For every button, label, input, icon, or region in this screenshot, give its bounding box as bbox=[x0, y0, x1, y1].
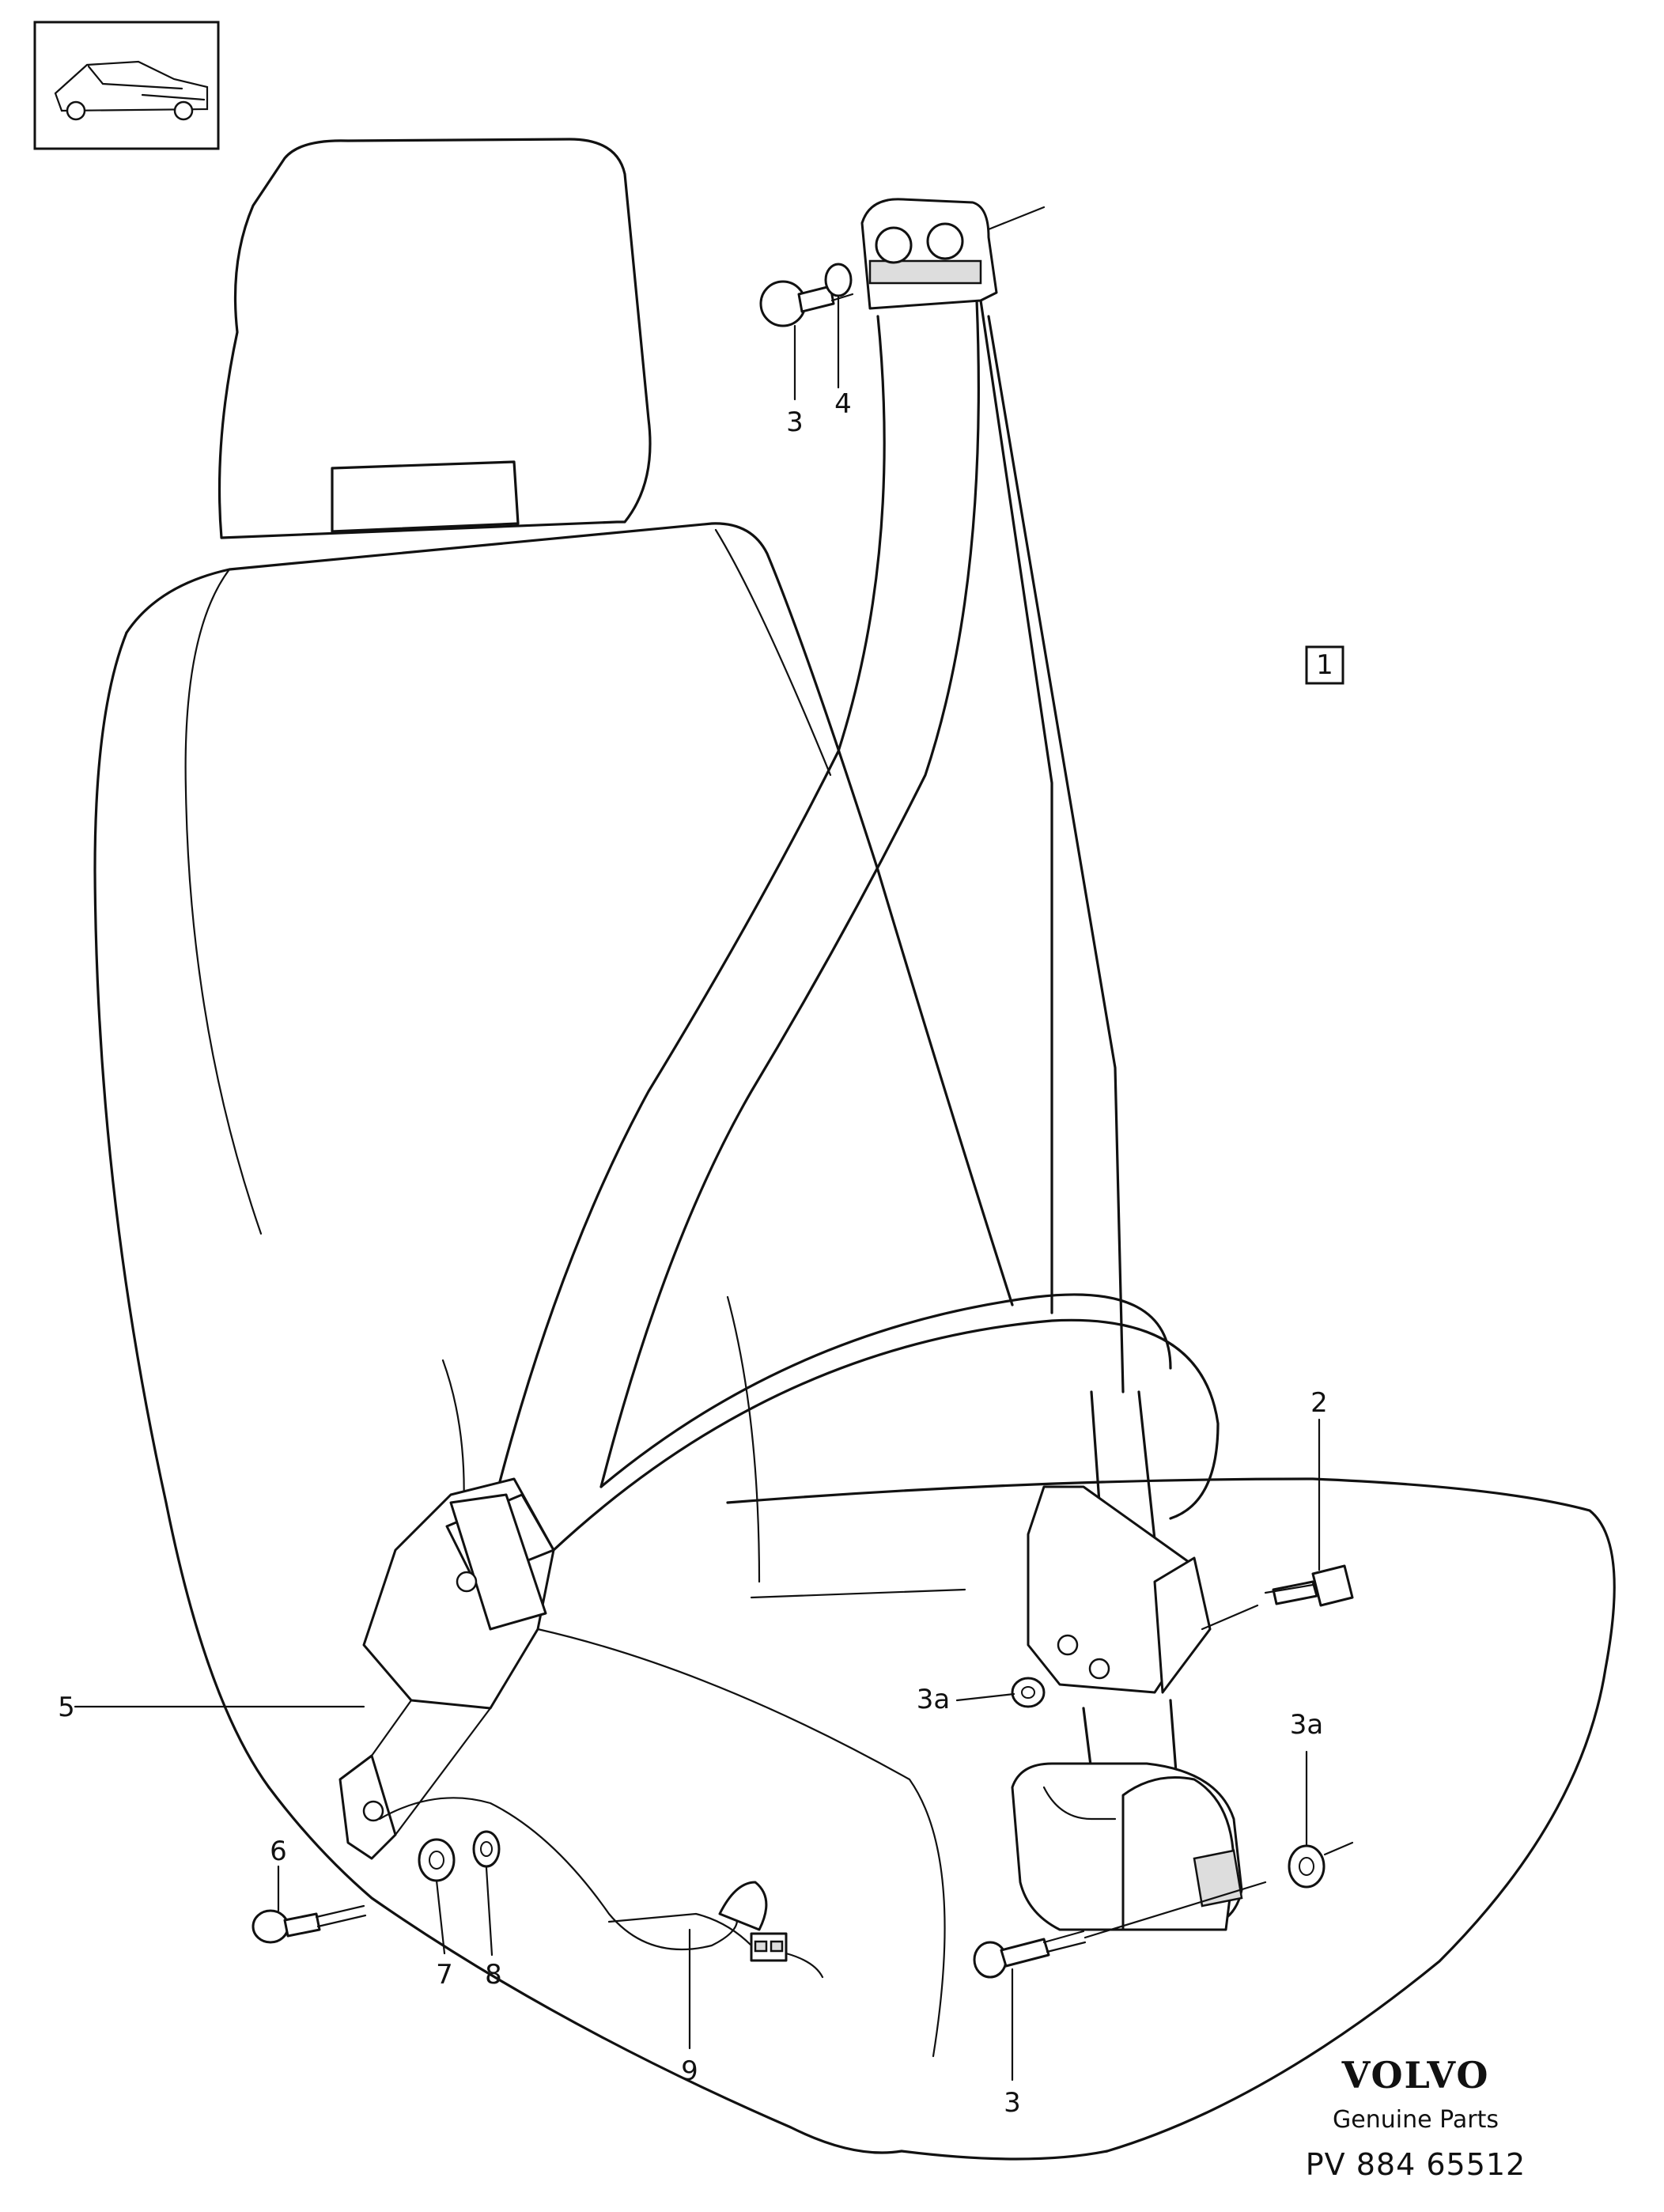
upper-anchor-bracket bbox=[860, 198, 1046, 310]
washer-top bbox=[824, 263, 853, 297]
brand-logo: VOLVO bbox=[1341, 2054, 1490, 2097]
spacer bbox=[418, 1838, 456, 1882]
bolt-bottom bbox=[973, 1881, 1267, 1979]
callout-6: 6 bbox=[270, 1836, 287, 1867]
bolt-lower-left bbox=[251, 1904, 367, 1944]
callout-3-top: 3 bbox=[786, 406, 804, 438]
seat-illustration bbox=[93, 138, 1616, 2161]
washer-3a-left bbox=[1011, 1677, 1046, 1708]
buckle-assembly bbox=[338, 1477, 555, 1860]
section-ref-box: 1 bbox=[1305, 645, 1344, 685]
callout-2: 2 bbox=[1310, 1387, 1328, 1419]
bolt-top bbox=[759, 280, 854, 327]
brand-subtitle: Genuine Parts bbox=[1333, 2106, 1499, 2134]
callout-4: 4 bbox=[834, 388, 852, 420]
vehicle-thumbnail bbox=[33, 21, 220, 150]
callout-3-bottom: 3 bbox=[1004, 2087, 1021, 2119]
callout-3a-right: 3a bbox=[1290, 1709, 1323, 1741]
wire-harness bbox=[378, 1797, 824, 1979]
callout-5: 5 bbox=[58, 1692, 75, 1723]
washer-3a-right bbox=[1288, 1841, 1354, 1889]
brand-block: VOLVO Genuine Parts PV 884 65512 bbox=[1306, 2054, 1526, 2182]
part-reference: PV 884 65512 bbox=[1306, 2147, 1526, 2182]
retractor-unit bbox=[1011, 1762, 1243, 1931]
callout-3a-left: 3a bbox=[917, 1684, 950, 1715]
washer-lower-left bbox=[472, 1830, 501, 1868]
callout-7: 7 bbox=[436, 1959, 453, 1991]
section-ref-label: 1 bbox=[1316, 649, 1333, 681]
callout-8: 8 bbox=[485, 1959, 502, 1991]
callout-9: 9 bbox=[681, 2055, 698, 2087]
callouts: 3 4 2 5 3a 3a 6 7 8 9 3 bbox=[58, 388, 1328, 2119]
bolt-right-upper bbox=[1264, 1564, 1354, 1607]
belt-guide-bracket bbox=[1027, 1485, 1259, 1694]
leader-lines bbox=[74, 296, 1321, 2082]
